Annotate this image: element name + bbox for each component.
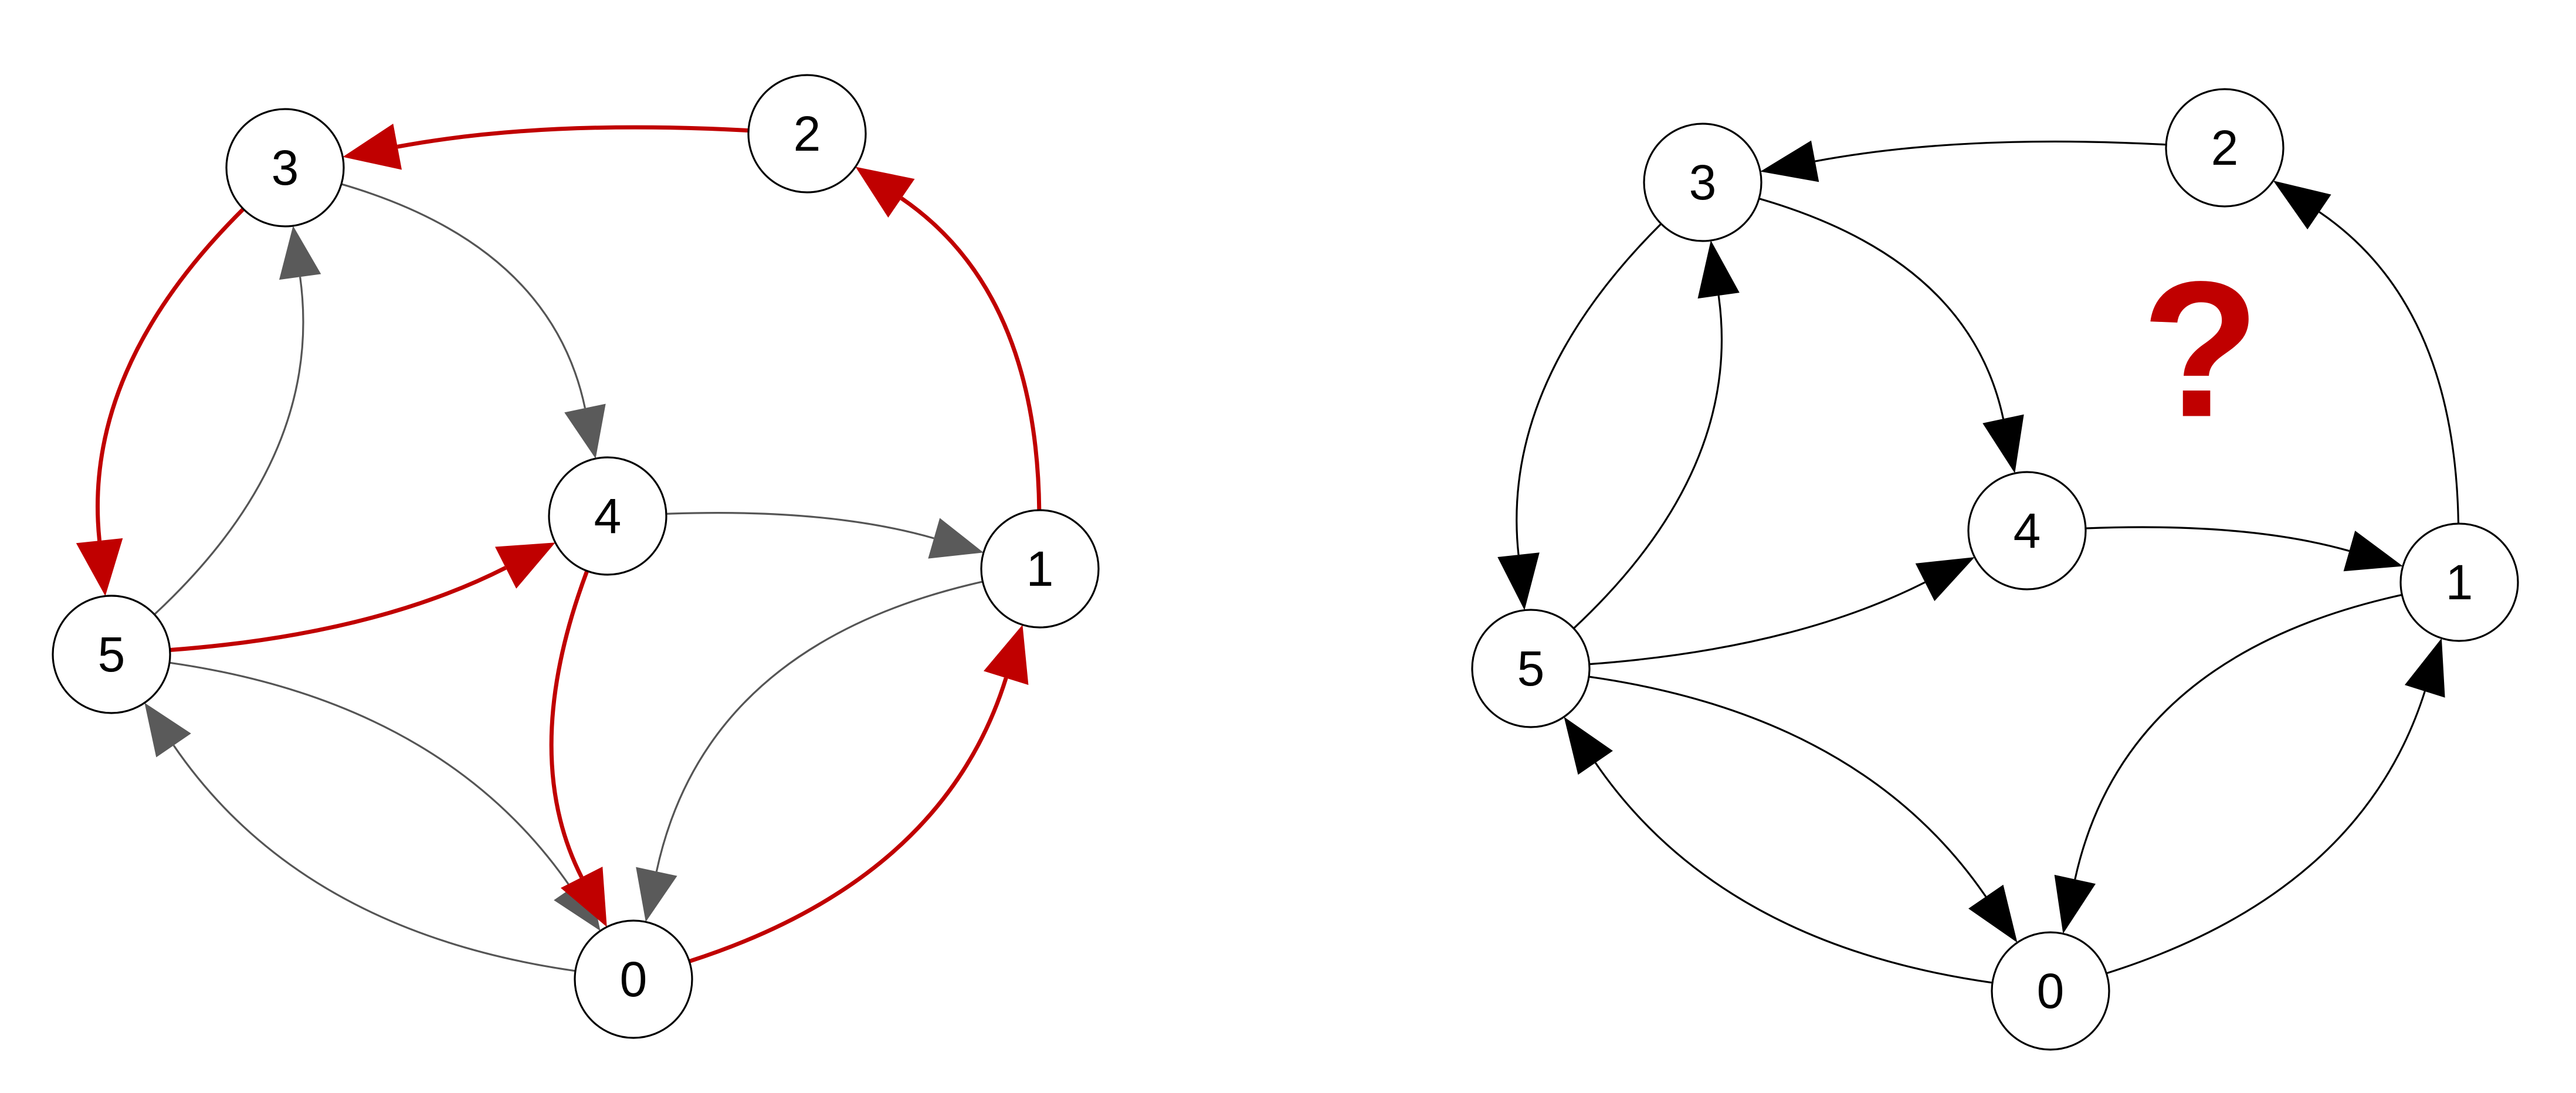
left-edge-4-to-1-line bbox=[666, 512, 934, 539]
right-node-0-label: 0 bbox=[2037, 963, 2065, 1019]
right-edge-5-to-3-line bbox=[1572, 295, 1723, 629]
left-edge-4-to-0-line bbox=[549, 570, 589, 878]
left-edge-3-to-4-arrowhead bbox=[564, 403, 606, 459]
right-edge-0-to-1-line bbox=[2106, 691, 2426, 975]
left-node-3: 3 bbox=[225, 108, 345, 228]
right-graph: 0 1 2 3 4 5 ? bbox=[1471, 88, 2519, 1051]
right-node-5-label: 5 bbox=[1517, 641, 1545, 696]
left-edge-5-to-0-line bbox=[169, 661, 572, 889]
left-node-1-label: 1 bbox=[1026, 541, 1054, 596]
left-edge-1-to-0-arrowhead bbox=[636, 867, 677, 922]
left-edge-3-to-5-arrowhead bbox=[76, 538, 123, 596]
right-edge-5-to-0-arrowhead bbox=[1968, 884, 2018, 943]
left-edge-3-to-4-line bbox=[341, 183, 587, 409]
left-node-4: 4 bbox=[548, 456, 667, 576]
right-edge-3-to-4-arrowhead bbox=[1982, 414, 2024, 474]
right-edge-4-to-1-line bbox=[2085, 526, 2350, 552]
right-node-3-circle bbox=[1643, 123, 1762, 242]
left-node-4-circle bbox=[548, 456, 667, 576]
left-node-4-label: 4 bbox=[594, 488, 622, 544]
left-node-0: 0 bbox=[574, 919, 693, 1039]
left-edge-0-to-5-arrowhead bbox=[144, 702, 191, 758]
left-edge-1-to-2-arrowhead bbox=[855, 167, 915, 218]
left-edge-1-to-0-line bbox=[655, 581, 983, 872]
left-node-5-circle bbox=[52, 595, 171, 714]
left-edge-0-to-5-line bbox=[172, 745, 576, 972]
left-node-3-circle bbox=[225, 108, 345, 228]
right-node-5-circle bbox=[1471, 609, 1591, 728]
left-edge-3-to-5-line bbox=[96, 207, 245, 541]
left-edge-5-to-4-arrowhead bbox=[494, 542, 555, 589]
right-node-1-circle bbox=[2399, 522, 2519, 642]
right-edge-3-to-5-line bbox=[1516, 223, 1662, 555]
left-edge-5-to-3-arrowhead bbox=[279, 226, 321, 280]
left-node-3-label: 3 bbox=[272, 140, 299, 195]
left-node-2: 2 bbox=[747, 74, 867, 194]
right-edge-0-to-5-line bbox=[1594, 762, 1993, 984]
right-edge-4-to-1-arrowhead bbox=[2343, 530, 2403, 572]
left-node-0-circle bbox=[574, 919, 693, 1039]
left-edge-4-to-1-arrowhead bbox=[928, 518, 984, 559]
left-node-5-label: 5 bbox=[98, 627, 126, 682]
right-edge-1-to-0-line bbox=[2074, 593, 2402, 880]
left-node-2-circle bbox=[747, 74, 867, 194]
left-node-0-label: 0 bbox=[620, 952, 648, 1007]
left-edge-2-to-3-arrowhead bbox=[343, 123, 402, 170]
right-edge-0-to-5-arrowhead bbox=[1564, 717, 1613, 775]
left-edge-0-to-1-arrowhead bbox=[984, 624, 1029, 685]
right-edge-1-to-2-line bbox=[2319, 211, 2460, 524]
right-node-2-circle bbox=[2165, 88, 2284, 208]
question-mark-annotation: ? bbox=[2141, 241, 2260, 457]
left-node-1-circle bbox=[980, 509, 1100, 629]
right-edge-5-to-0-line bbox=[1588, 676, 1987, 898]
left-node-5: 5 bbox=[52, 595, 171, 714]
left-graph: 0 1 2 3 4 5 bbox=[52, 74, 1100, 1039]
right-node-3-label: 3 bbox=[1689, 155, 1717, 210]
left-graph-nodes: 0 1 2 3 4 5 bbox=[52, 74, 1100, 1039]
right-edge-2-to-3-line bbox=[1815, 140, 2167, 162]
right-graph-nodes: 0 1 2 3 4 5 bbox=[1471, 88, 2519, 1051]
left-edge-5-to-4-line bbox=[170, 566, 507, 653]
right-node-1: 1 bbox=[2399, 522, 2519, 642]
right-node-5: 5 bbox=[1471, 609, 1591, 728]
right-node-4-label: 4 bbox=[2014, 503, 2041, 558]
right-edge-1-to-2-arrowhead bbox=[2273, 181, 2331, 230]
right-edge-5-to-3-arrowhead bbox=[1697, 240, 1740, 299]
left-edge-0-to-1-line bbox=[689, 677, 1008, 963]
left-graph-edges bbox=[76, 123, 1042, 972]
left-node-1: 1 bbox=[980, 509, 1100, 629]
right-edge-3-to-4-line bbox=[1758, 198, 2005, 419]
right-edge-1-to-0-arrowhead bbox=[2054, 874, 2096, 934]
right-node-2: 2 bbox=[2165, 88, 2284, 208]
right-edge-2-to-3-arrowhead bbox=[1760, 140, 1819, 182]
right-node-3: 3 bbox=[1643, 123, 1762, 242]
left-edge-5-to-3-line bbox=[154, 277, 304, 616]
right-edge-5-to-4-arrowhead bbox=[1915, 557, 1975, 602]
right-node-2-label: 2 bbox=[2211, 120, 2239, 175]
right-node-0: 0 bbox=[1991, 931, 2110, 1051]
left-node-2-label: 2 bbox=[794, 106, 821, 161]
right-node-4-circle bbox=[1967, 471, 2087, 590]
left-edge-4-to-0-arrowhead bbox=[561, 867, 607, 927]
left-edge-1-to-2-line bbox=[900, 196, 1042, 511]
right-graph-edges bbox=[1497, 140, 2460, 984]
right-edge-3-to-5-arrowhead bbox=[1497, 552, 1540, 610]
right-edge-0-to-1-arrowhead bbox=[2404, 638, 2445, 698]
right-edge-5-to-4-line bbox=[1589, 581, 1926, 666]
right-node-4: 4 bbox=[1967, 471, 2087, 590]
left-edge-2-to-3-line bbox=[397, 125, 749, 149]
right-node-1-label: 1 bbox=[2446, 555, 2473, 610]
right-node-0-circle bbox=[1991, 931, 2110, 1051]
